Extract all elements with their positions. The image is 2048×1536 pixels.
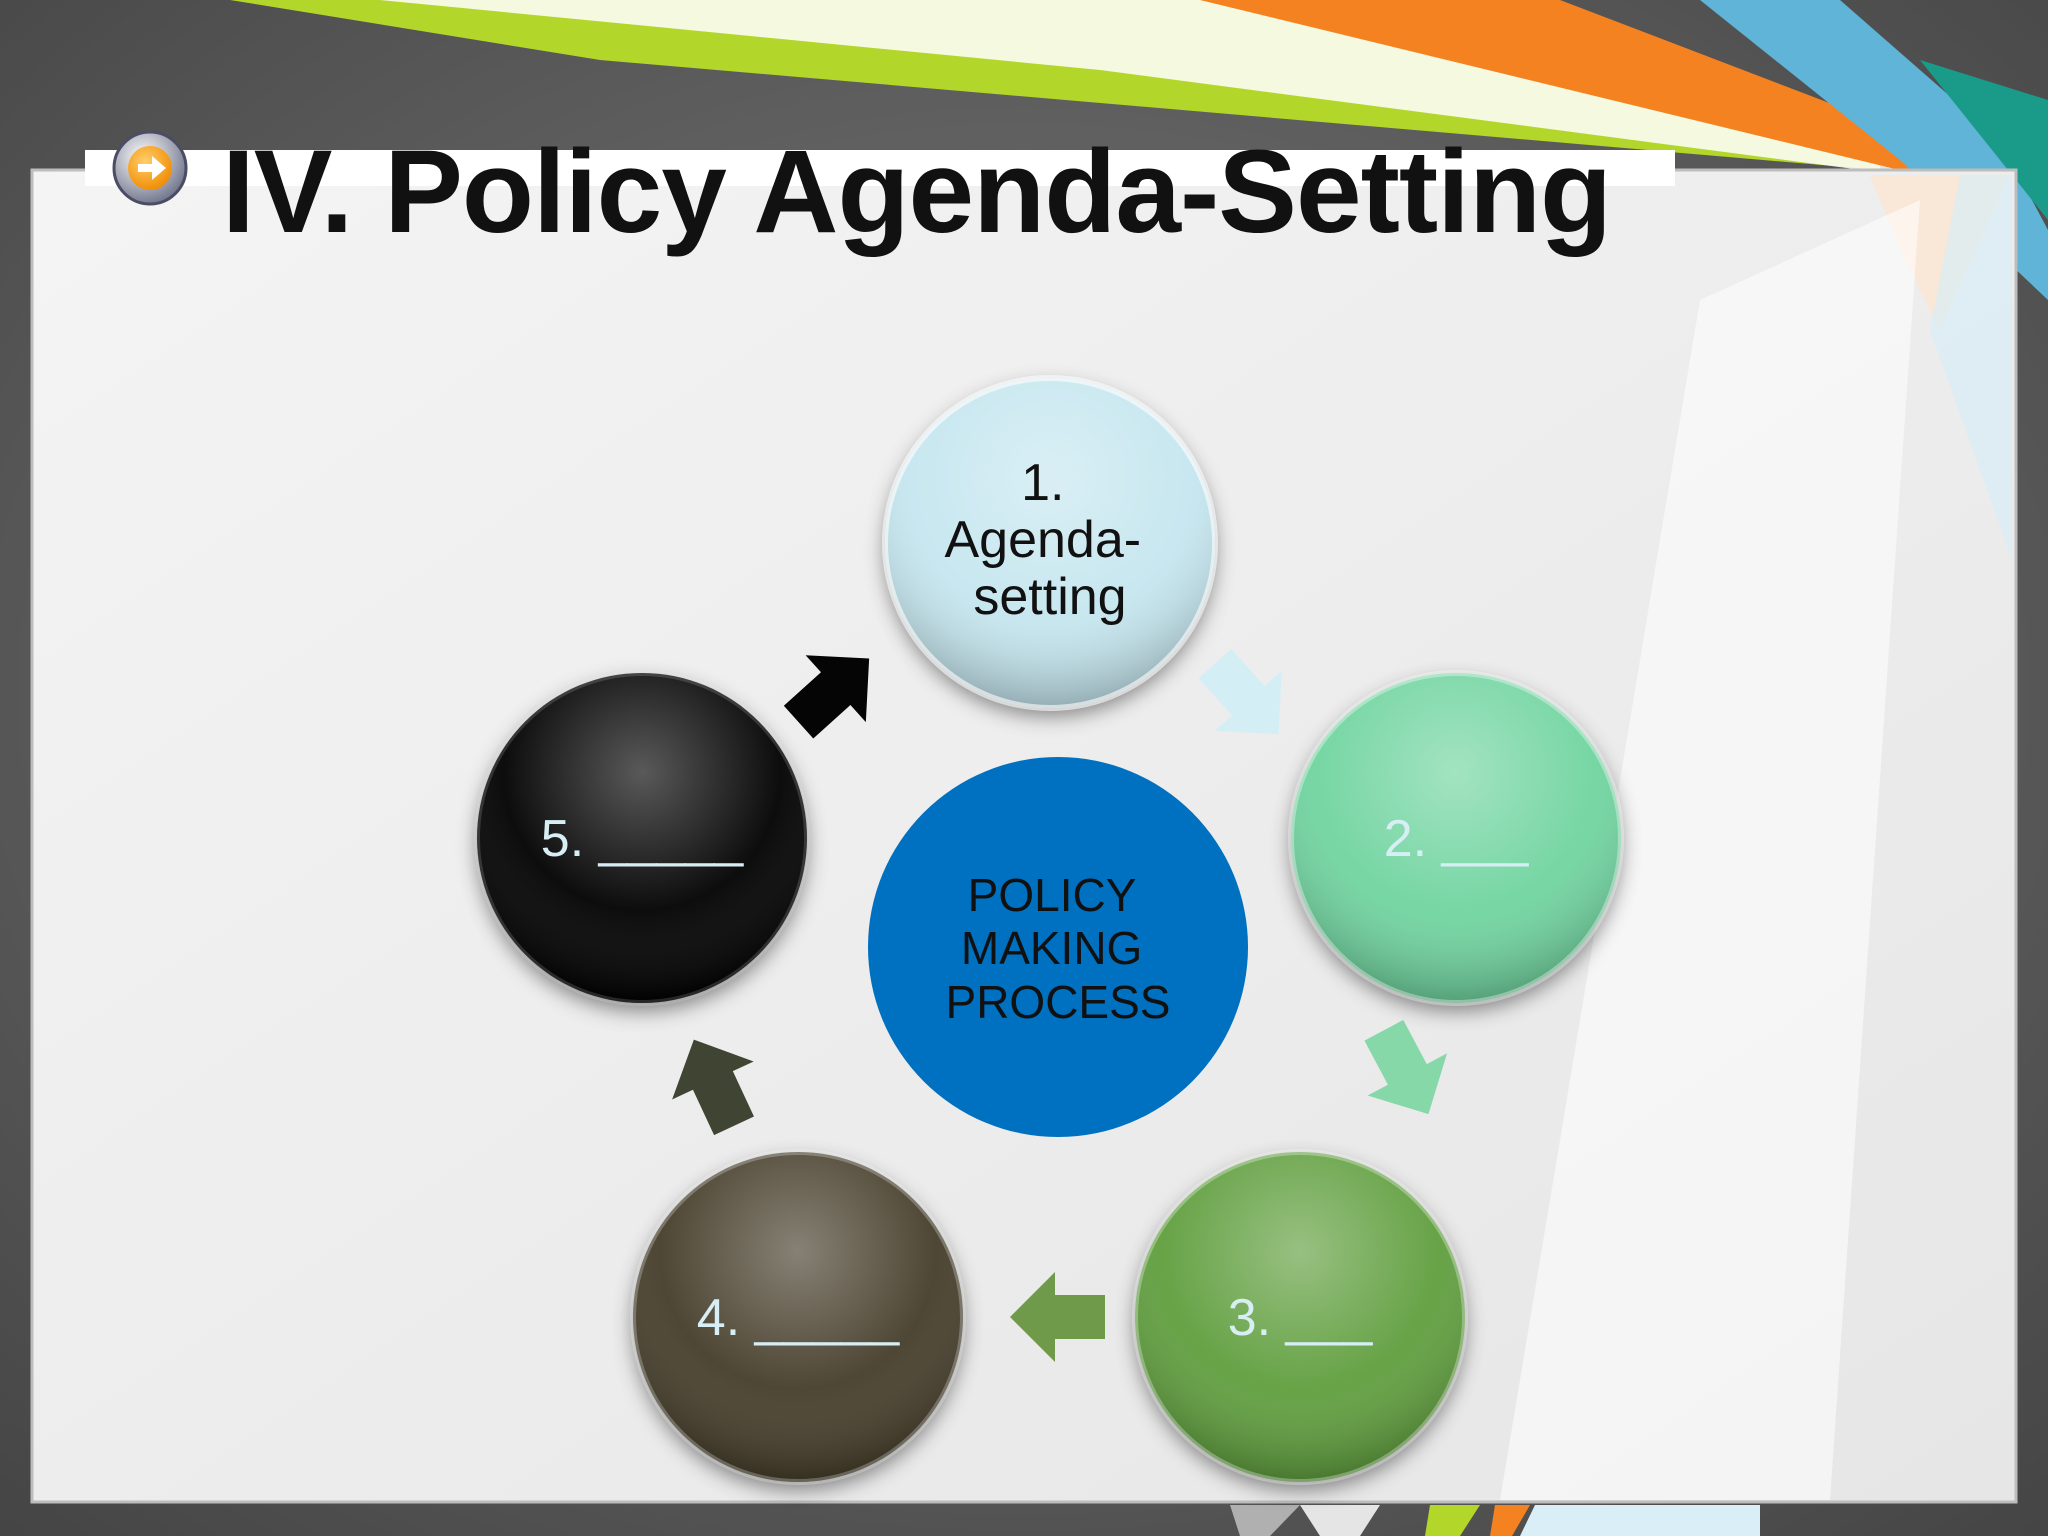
step-5-label: 5. _____ (541, 810, 744, 868)
step-label: 2. ___ (1384, 810, 1530, 868)
step-node-2: 2. ___ (1288, 670, 1624, 1006)
arrow-shape (1010, 1272, 1105, 1362)
step-1-label-line-1: 1. (1021, 454, 1064, 512)
step-2-label: 2. ___ (1384, 810, 1530, 868)
cycle-arrow-3-to-4 (1010, 1272, 1105, 1362)
step-gloss (474, 670, 810, 1006)
step-node-3: 3. ___ (1132, 1149, 1468, 1485)
center-label-line-3: PROCESS (946, 976, 1171, 1028)
step-gloss (1288, 670, 1624, 1006)
cycle-arrow-2-to-3 (1364, 1019, 1448, 1115)
cycle-arrow-5-to-1 (783, 655, 870, 739)
step-node-4: 4. _____ (630, 1149, 966, 1485)
step-3-label: 3. ___ (1228, 1289, 1374, 1347)
arrow-shape (783, 655, 870, 739)
step-label: 3. ___ (1228, 1289, 1374, 1347)
step-4-label: 4. _____ (697, 1289, 900, 1347)
step-node-5: 5. _____ (474, 670, 810, 1006)
center-label: POLICY MAKING PROCESS (946, 869, 1171, 1028)
slide-title: IV. Policy Agenda-Setting (222, 126, 1612, 258)
step-1-label-line-3: setting (973, 568, 1126, 626)
stripe-green (230, 0, 1880, 170)
arrow-shape (1364, 1019, 1448, 1115)
stripe-orange (1200, 0, 1920, 175)
step-node-1: 1. Agenda- setting (882, 375, 1218, 711)
cycle-arrow-1-to-2 (1198, 648, 1282, 735)
center-label-line-1: POLICY (968, 869, 1136, 921)
cycle-arrow-4-to-5 (672, 1039, 754, 1136)
step-gloss (882, 375, 1218, 711)
center-node: POLICY MAKING PROCESS (868, 757, 1248, 1137)
arrow-bullet-icon (112, 130, 188, 206)
step-gloss (630, 1149, 966, 1485)
step-1-label-line-2: Agenda- (944, 511, 1141, 569)
center-circle (868, 757, 1248, 1137)
step-gloss (1132, 1149, 1468, 1485)
step-label: 1. Agenda- setting (944, 454, 1155, 626)
arrow-shape (1198, 648, 1282, 735)
step-label: 5. _____ (541, 810, 744, 868)
center-label-line-2: MAKING (961, 922, 1142, 974)
stripe-blue (1700, 0, 2048, 300)
arrow-shape (672, 1039, 754, 1136)
step-label: 4. _____ (697, 1289, 900, 1347)
